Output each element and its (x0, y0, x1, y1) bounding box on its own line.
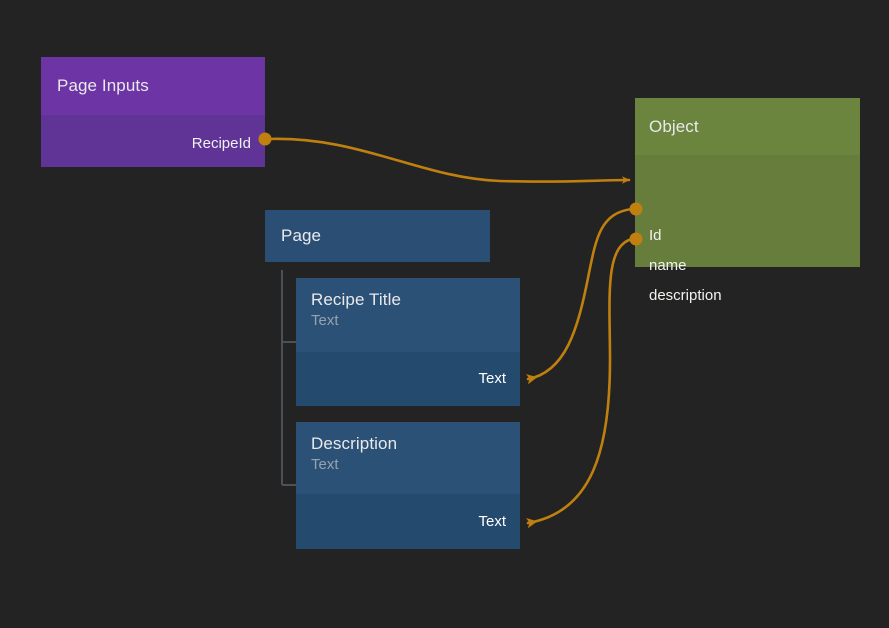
node-page-title: Page (281, 226, 322, 245)
edge-recipeid-to-id (266, 137, 631, 184)
edge-description-to-description-text (526, 237, 634, 529)
output-port-recipeid-label[interactable]: RecipeId (191, 135, 251, 152)
node-description[interactable]: Description Text Text (296, 422, 520, 549)
field-row-name[interactable]: name (649, 257, 687, 274)
node-recipe-title-title: Recipe Title (311, 290, 402, 309)
node-page-inputs-header: Page Inputs (41, 57, 265, 115)
node-description-subtitle: Text (311, 456, 339, 473)
node-object-title: Object (649, 116, 699, 136)
node-description-body: Text (296, 494, 520, 549)
node-recipe-title-body: Text (296, 352, 520, 406)
node-object-header: Object (635, 98, 860, 155)
node-recipe-title[interactable]: Recipe Title Text Text (296, 278, 520, 406)
field-row-description[interactable]: description (649, 287, 722, 304)
field-row-id[interactable]: Id (649, 227, 662, 244)
node-page-inputs-title: Page Inputs (57, 76, 149, 95)
edge-name-to-recipe-title-text (526, 207, 634, 385)
node-recipe-title-subtitle: Text (311, 312, 339, 329)
node-description-binding-label[interactable]: Text (478, 513, 506, 530)
node-description-header: Description Text (296, 422, 520, 494)
node-object[interactable]: Object Id name description (635, 98, 860, 304)
node-page-inputs-body: RecipeId (41, 115, 265, 167)
node-recipe-title-header: Recipe Title Text (296, 278, 520, 352)
node-object-body: Id name description (635, 155, 860, 304)
node-recipe-title-binding-label[interactable]: Text (478, 370, 506, 387)
node-description-title: Description (311, 434, 398, 453)
node-page-inputs[interactable]: Page Inputs RecipeId (41, 57, 265, 167)
node-page-header: Page (265, 210, 490, 262)
node-page[interactable]: Page (265, 210, 490, 262)
